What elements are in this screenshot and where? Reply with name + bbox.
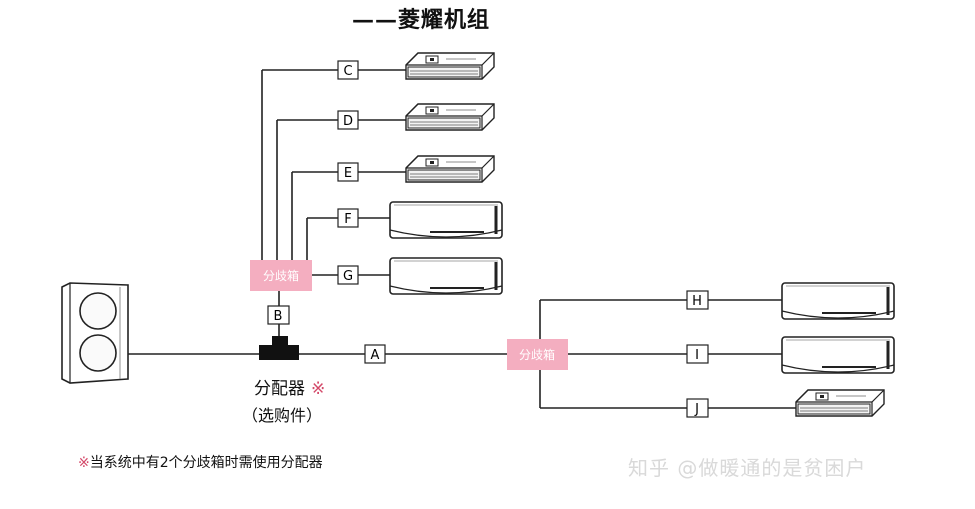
svg-text:A: A (371, 348, 380, 363)
ceiling-cassette-icon (405, 52, 495, 80)
branch-box-right-label: 分歧箱 (519, 347, 555, 362)
footnote: ※当系统中有2个分歧箱时需使用分配器 (78, 452, 323, 472)
ceiling-cassette-icon (795, 389, 885, 417)
svg-text:F: F (344, 212, 351, 227)
wall-mounted-unit-icon (780, 281, 896, 321)
svg-text:G: G (343, 269, 353, 284)
branch-box-right: 分歧箱 (507, 339, 568, 370)
pipe-label-b: B (267, 305, 290, 325)
footnote-text: 当系统中有2个分歧箱时需使用分配器 (89, 455, 323, 471)
wall-mounted-unit-icon (780, 335, 896, 375)
svg-text:B: B (274, 309, 283, 324)
pipe-label-i: I (686, 344, 709, 364)
splitter-optional-label: （选购件） (242, 406, 323, 425)
pipe-label-h: H (686, 290, 709, 310)
watermark: 知乎 @做暖通的是贫困户 (628, 456, 867, 480)
svg-text:E: E (344, 166, 352, 181)
pipe-label-c: C (337, 60, 359, 80)
pipe-label-a: A (364, 344, 386, 364)
outdoor-unit-icon (61, 282, 129, 384)
svg-text:J: J (694, 402, 699, 417)
branch-box-upper: 分歧箱 (250, 260, 312, 291)
splitter-label-text: 分配器 (254, 379, 305, 399)
footnote-mark: ※ (78, 455, 90, 471)
svg-text:H: H (692, 294, 702, 309)
pipe-label-f: F (337, 208, 359, 228)
wall-mounted-unit-icon (388, 200, 504, 240)
ceiling-cassette-icon (405, 155, 495, 183)
branch-box-upper-label: 分歧箱 (263, 268, 299, 283)
pipe-label-e: E (337, 162, 359, 182)
svg-text:C: C (343, 64, 352, 79)
pipe-label-d: D (337, 110, 359, 130)
splitter-label: 分配器 ※ (254, 374, 325, 399)
svg-text:I: I (695, 348, 699, 363)
wall-mounted-unit-icon (388, 256, 504, 296)
page-title: ——菱耀机组 (352, 7, 491, 33)
pipe-label-g: G (337, 265, 359, 285)
ceiling-cassette-icon (405, 103, 495, 131)
svg-text:D: D (343, 114, 353, 129)
distributor-icon (259, 336, 299, 360)
pipe-label-j: J (686, 398, 709, 418)
splitter-note-mark: ※ (311, 379, 326, 399)
